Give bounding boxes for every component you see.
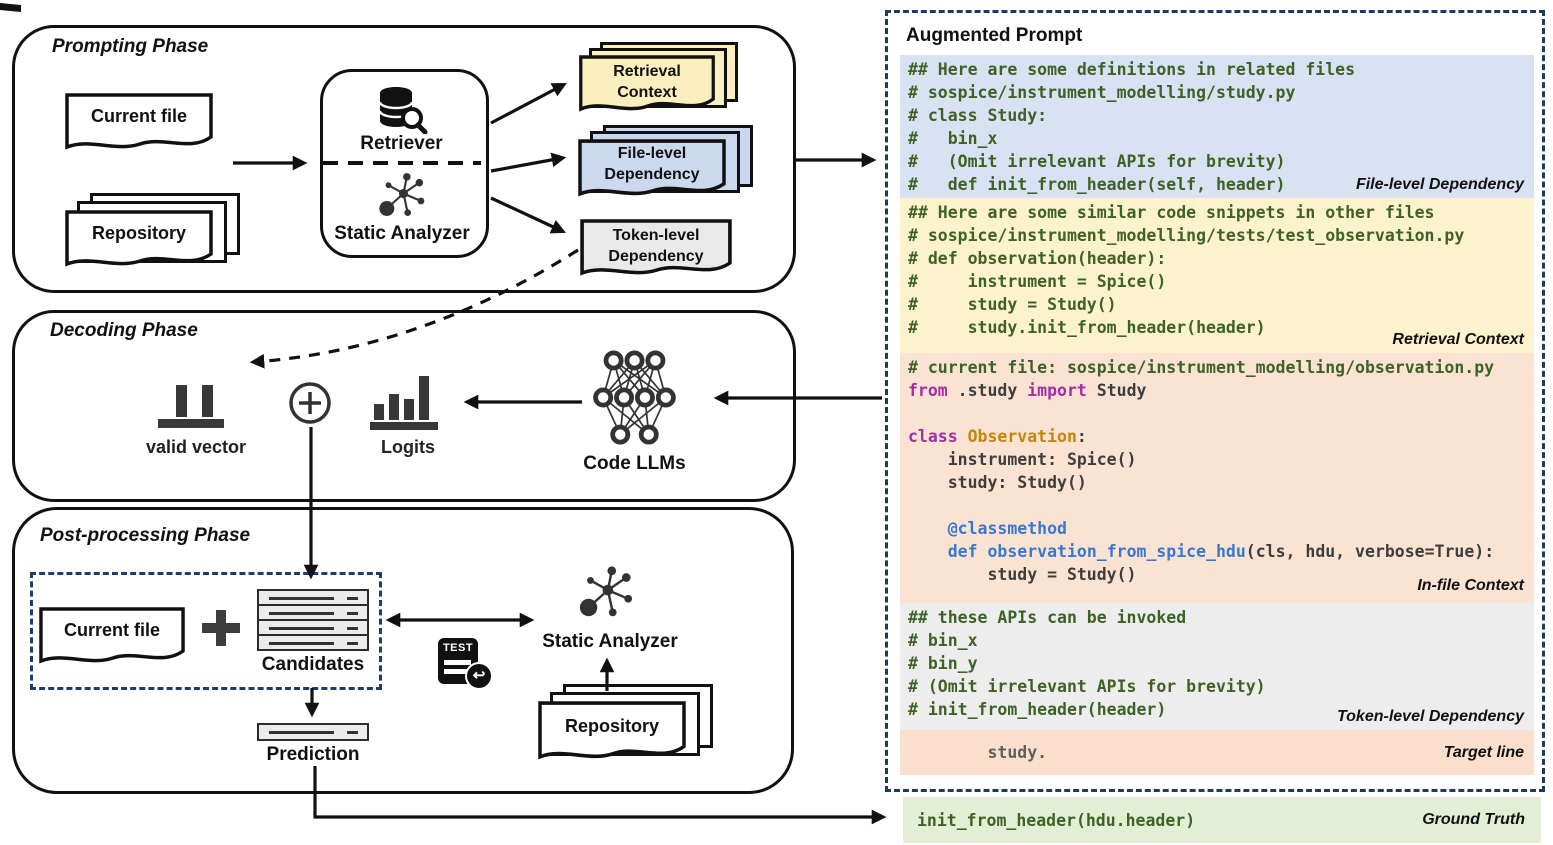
augmented-prompt-panel: Augmented Prompt ## Here are some defini… <box>885 10 1545 792</box>
current-file-label-post: Current file <box>63 620 160 640</box>
section-label-in-file: In-file Context <box>1417 577 1524 594</box>
code-line <box>908 402 1534 425</box>
section-retrieval: ## Here are some similar code snippets i… <box>900 198 1534 353</box>
document-icon <box>578 139 726 197</box>
rerun-arrow-icon: ↩ <box>465 662 493 690</box>
static-analyzer-label-post: Static Analyzer <box>542 631 678 652</box>
document-icon <box>65 93 213 150</box>
database-search-icon <box>378 87 428 134</box>
code-line: # (Omit irrelevant APIs for brevity) <box>908 677 1266 696</box>
code-llms-label: Code LLMs <box>583 453 686 474</box>
file-level-dependency-stack: File-level Dependency <box>577 125 755 203</box>
graph-network-icon <box>579 566 633 617</box>
code-line: ## these APIs can be invoked <box>908 608 1187 627</box>
section-in-file: # current file: sospice/instrument_model… <box>900 353 1534 603</box>
post-processing-phase-label: Post-processing Phase <box>40 525 251 546</box>
document-icon <box>579 55 715 112</box>
ground-truth-label: Ground Truth <box>1422 811 1525 828</box>
current-file-doc-post: Current file <box>38 606 188 670</box>
valid-vector-label: valid vector <box>145 437 247 457</box>
code-line: ## Here are some definitions in related … <box>908 60 1356 79</box>
repository-stack-post: Repository <box>537 684 713 772</box>
section-token-level: ## these APIs can be invoked # bin_x # bin… <box>900 603 1534 730</box>
section-label-token-level: Token-level Dependency <box>1336 708 1524 725</box>
retrieval-context-stack: Retrieval Context <box>578 42 742 118</box>
document-icon <box>538 701 686 760</box>
test-icon-text: TEST <box>442 642 474 654</box>
code-line: # bin_x <box>908 631 978 650</box>
code-line <box>908 494 1534 517</box>
code-line: study. <box>908 743 1048 762</box>
repository-label: Repository <box>91 223 187 243</box>
retriever-label: Retriever <box>360 133 443 154</box>
ground-truth-code: init_from_header(hdu.header) <box>917 810 1196 830</box>
repository-stack: Repository <box>64 193 240 275</box>
selection-dashed-rect <box>30 572 382 690</box>
code-line: # current file: sospice/instrument_model… <box>908 358 1495 377</box>
repository-label-post: Repository <box>564 716 660 736</box>
document-icon <box>580 219 732 276</box>
prediction-icon <box>257 723 369 741</box>
code-line: study = Study() <box>908 565 1137 584</box>
code-line: from .study import Study <box>908 381 1147 400</box>
section-target-line: study. Target line <box>900 730 1534 775</box>
retrieval-context-label: Retrieval Context <box>613 63 681 101</box>
candidates-icon <box>257 589 369 651</box>
crop-artifact <box>0 3 21 12</box>
valid-vector-icon <box>158 383 228 429</box>
code-line: # class Study: <box>908 106 1048 125</box>
code-line: # def observation(header): <box>908 249 1167 268</box>
ground-truth-box: init_from_header(hdu.header) Ground Trut… <box>903 797 1541 843</box>
test-report-icon: TEST ↩ <box>438 638 493 690</box>
section-label-retrieval: Retrieval Context <box>1392 331 1524 348</box>
code-line: # sospice/instrument_modelling/study.py <box>908 83 1296 102</box>
prediction-label: Prediction <box>266 744 360 765</box>
code-line: # study = Study() <box>908 295 1117 314</box>
decoding-phase-label: Decoding Phase <box>50 320 198 341</box>
code-line: # sospice/instrument_modelling/tests/tes… <box>908 226 1465 245</box>
section-label-target-line: Target line <box>1443 743 1524 761</box>
plus-circle-icon <box>289 382 331 424</box>
code-line: def observation_from_spice_hdu(cls, hdu,… <box>947 542 1495 561</box>
augmented-prompt-title: Augmented Prompt <box>906 25 1083 46</box>
current-file-label: Current file <box>90 106 187 126</box>
document-icon <box>65 210 213 267</box>
document-icon <box>39 607 185 664</box>
code-line: @classmethod <box>947 519 1067 538</box>
code-line: # (Omit irrelevant APIs for brevity) <box>908 152 1286 171</box>
graph-network-icon <box>379 173 425 216</box>
code-line: ## Here are some similar code snippets i… <box>908 203 1435 222</box>
code-line: class Observation: <box>908 427 1087 446</box>
code-line: instrument: Spice() <box>908 450 1137 469</box>
code-line: # instrument = Spice() <box>908 272 1167 291</box>
code-line: # bin_y <box>908 654 978 673</box>
code-line: # def init_from_header(self, header) <box>908 175 1286 194</box>
prompting-phase-label: Prompting Phase <box>52 36 209 57</box>
static-analyzer-label: Static Analyzer <box>334 223 470 244</box>
token-level-dependency-doc: Token-level Dependency <box>579 218 735 280</box>
code-line: # init_from_header(header) <box>908 700 1167 719</box>
logits-icon <box>370 374 440 430</box>
current-file-doc: Current file <box>64 92 214 156</box>
token-level-dependency-label: Token-level Dependency <box>608 227 704 265</box>
section-label-file-level: File-level Dependency <box>1355 176 1524 193</box>
section-file-level: ## Here are some definitions in related … <box>900 55 1534 198</box>
code-line: # study.init_from_header(header) <box>908 318 1266 337</box>
code-line: study: Study() <box>908 473 1087 492</box>
candidates-label: Candidates <box>261 654 365 675</box>
code-line: # bin_x <box>908 129 998 148</box>
file-level-dependency-label: File-level Dependency <box>604 145 700 183</box>
logits-label: Logits <box>381 437 435 457</box>
neural-network-icon <box>593 350 676 445</box>
prompt-sections: ## Here are some definitions in related … <box>900 55 1534 775</box>
plus-icon <box>202 610 240 646</box>
